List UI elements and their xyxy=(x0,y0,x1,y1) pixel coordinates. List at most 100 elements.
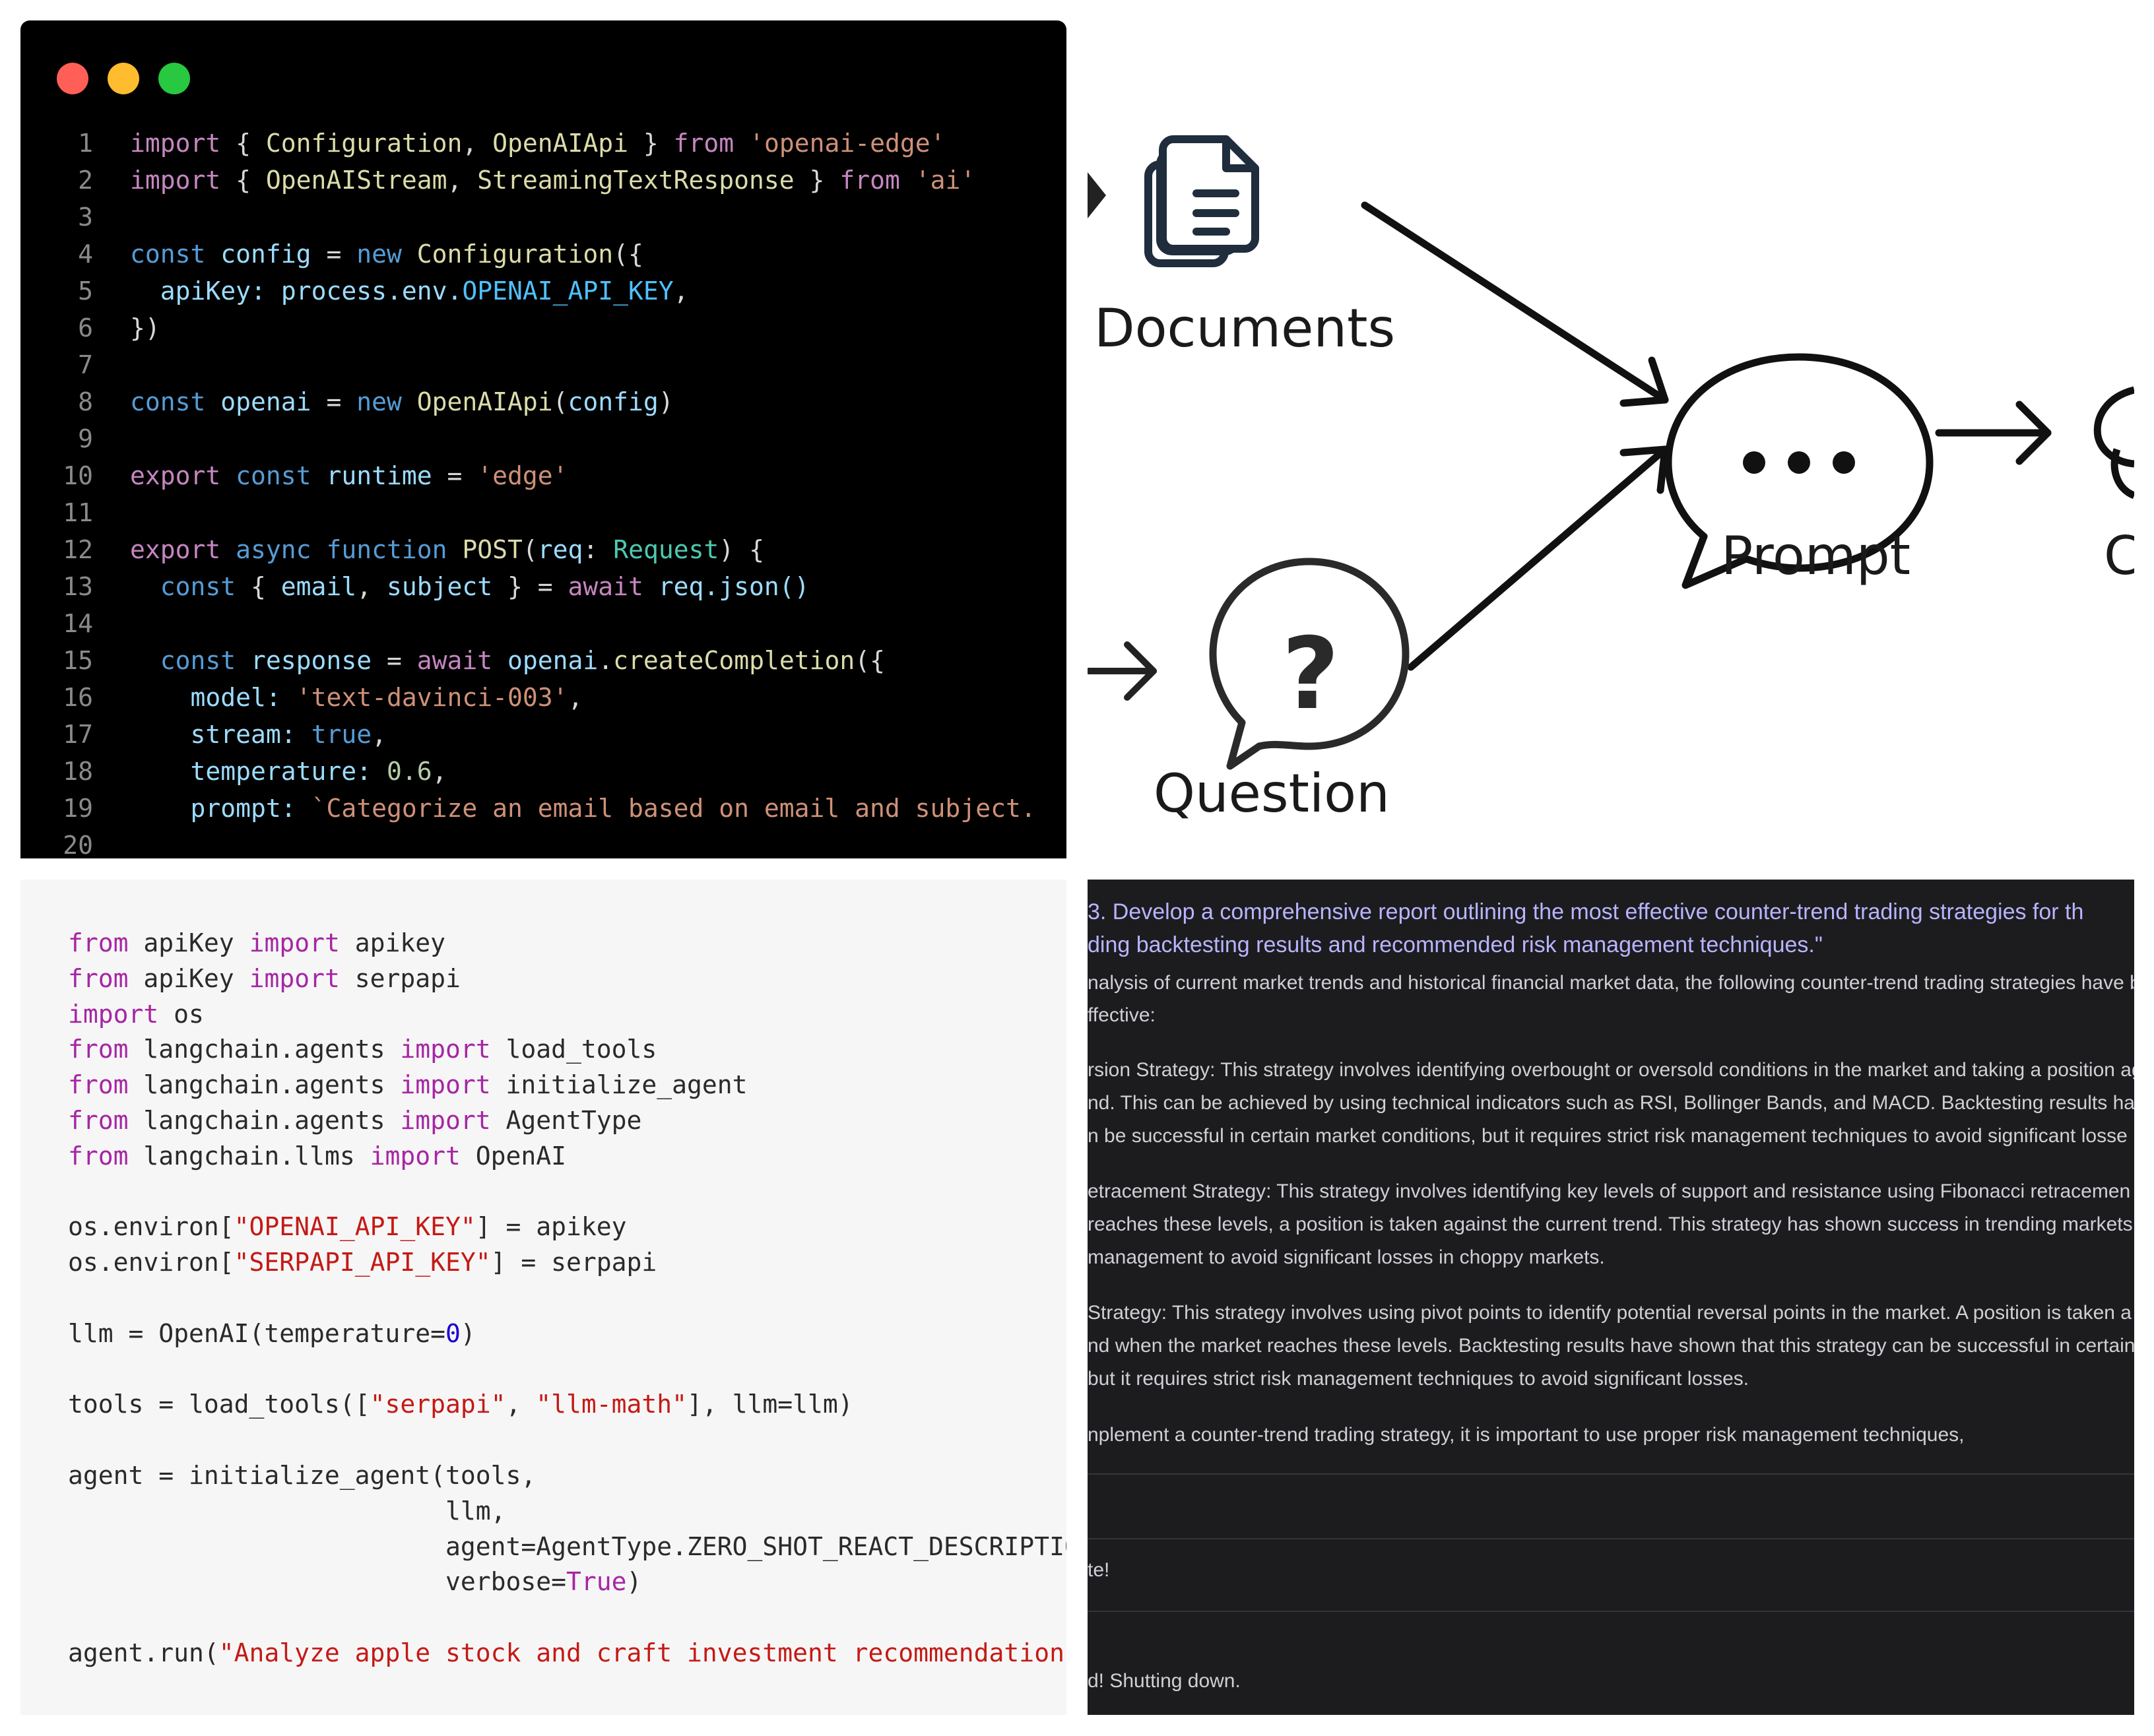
line-number: 7 xyxy=(78,350,93,379)
arrow-question-to-prompt-icon xyxy=(1407,445,1669,671)
output-line: but it requires strict risk management t… xyxy=(1088,1368,1749,1390)
output-line: reaches these levels, a position is take… xyxy=(1088,1213,2133,1235)
line-number: 10 xyxy=(63,461,93,490)
line-number: 16 xyxy=(63,683,93,712)
output-line: etracement Strategy: This strategy invol… xyxy=(1088,1180,2131,1202)
next-step-icon xyxy=(2093,386,2134,499)
code-line: os.environ["OPENAI_API_KEY"] = apikey xyxy=(68,1212,627,1242)
close-window-button[interactable] xyxy=(57,63,88,94)
code-line: from langchain.agents import AgentType xyxy=(68,1105,642,1135)
question-label: Question xyxy=(1154,763,1390,824)
minimize-window-button[interactable] xyxy=(108,63,139,94)
code-line: 6}) xyxy=(20,309,1036,346)
output-divider xyxy=(1088,1611,2134,1612)
status-line: d! Shutting down. xyxy=(1088,1670,1241,1692)
arrow-prompt-to-next-icon xyxy=(1935,401,2052,465)
question-mark-glyph: ? xyxy=(1282,617,1339,732)
code-line: 20 xyxy=(20,827,1036,858)
code-line: verbose=True) xyxy=(68,1567,642,1597)
line-number: 18 xyxy=(63,757,93,786)
status-line: te! xyxy=(1088,1559,1110,1581)
output-line: ffective: xyxy=(1088,1004,1156,1026)
output-line: n be successful in certain market condit… xyxy=(1088,1125,2128,1147)
incoming-arrow-bottom-icon xyxy=(1088,641,1157,701)
output-divider xyxy=(1088,1473,2134,1475)
code-line xyxy=(68,1281,1066,1316)
line-number: 20 xyxy=(63,831,93,858)
question-bubble-icon: ? xyxy=(1209,558,1410,770)
code-line xyxy=(68,1352,1066,1388)
code-line: 14 xyxy=(20,605,1036,642)
code-line xyxy=(68,1174,1066,1210)
prompt-label: Prompt xyxy=(1721,525,1910,587)
chat-bubble-icon xyxy=(1664,353,1934,589)
maximize-window-button[interactable] xyxy=(158,63,190,94)
code-line: 3 xyxy=(20,199,1036,236)
line-number: 13 xyxy=(63,572,93,601)
output-line: nalysis of current market trends and his… xyxy=(1088,972,2134,994)
next-step-label: C xyxy=(2104,525,2134,587)
line-number: 5 xyxy=(78,276,93,305)
python-code-block: from apiKey import apikey from apiKey im… xyxy=(20,880,1066,1715)
line-number: 17 xyxy=(63,720,93,749)
code-line: import os xyxy=(68,999,204,1029)
output-line: rsion Strategy: This strategy involves i… xyxy=(1088,1059,2134,1081)
code-line: agent = initialize_agent(tools, xyxy=(68,1460,537,1490)
code-line: 11 xyxy=(20,494,1036,531)
diagram-canvas: ? xyxy=(1088,135,2134,770)
code-line: from apiKey import serpapi xyxy=(68,963,461,993)
output-line: nd. This can be achieved by using techni… xyxy=(1088,1092,2134,1114)
agent-output-terminal[interactable]: 3. Develop a comprehensive report outlin… xyxy=(1088,880,2134,1715)
line-number: 11 xyxy=(63,498,93,527)
report-heading-line: 3. Develop a comprehensive report outlin… xyxy=(1088,899,2084,924)
rag-diagram: ? Documents Prompt Question C xyxy=(1088,20,2134,858)
code-line: 9 xyxy=(20,420,1036,457)
code-line xyxy=(68,1600,1066,1636)
line-number: 2 xyxy=(78,166,93,195)
code-line: os.environ["SERPAPI_API_KEY"] = serpapi xyxy=(68,1248,657,1277)
code-line: from langchain.agents import initialize_… xyxy=(68,1070,748,1100)
code-line: 19 prompt: `Categorize an email based on… xyxy=(20,790,1035,827)
output-line: nd when the market reaches these levels.… xyxy=(1088,1335,2134,1357)
code-line xyxy=(68,1423,1066,1458)
window-controls xyxy=(57,63,190,94)
code-line: from langchain.agents import load_tools xyxy=(68,1035,657,1064)
documents-label: Documents xyxy=(1094,298,1396,359)
code-line: 13 const { email, subject } = await req.… xyxy=(20,568,1036,605)
code-line: 17 stream: true, xyxy=(20,716,1036,753)
code-line: agent=AgentType.ZERO_SHOT_REACT_DESCRIPT… xyxy=(68,1531,1066,1561)
incoming-arrow-top-icon xyxy=(1088,172,1106,218)
output-line: nplement a counter-trend trading strateg… xyxy=(1088,1424,1965,1446)
python-code-lines[interactable]: from apiKey import apikey from apiKey im… xyxy=(68,926,1066,1671)
line-number: 12 xyxy=(63,535,93,564)
code-line: 5 apiKey: process.env.OPENAI_API_KEY, xyxy=(20,273,1036,309)
code-line: from langchain.llms import OpenAI xyxy=(68,1141,567,1171)
code-line: 15 const response = await openai.createC… xyxy=(20,642,1036,679)
output-divider xyxy=(1088,1538,2134,1539)
documents-icon xyxy=(1144,135,1259,267)
line-number: 14 xyxy=(63,609,93,638)
line-number: 8 xyxy=(78,387,93,416)
line-number: 15 xyxy=(63,646,93,675)
code-line: 18 temperature: 0.6, xyxy=(20,753,1036,790)
line-number: 4 xyxy=(78,240,93,269)
line-number: 19 xyxy=(63,794,93,823)
code-line: 7 xyxy=(20,346,1036,383)
code-line: llm = OpenAI(temperature=0) xyxy=(68,1318,476,1348)
code-line: 16 model: 'text-davinci-003', xyxy=(20,679,1036,716)
line-number: 6 xyxy=(78,313,93,342)
report-heading-line: ding backtesting results and recommended… xyxy=(1088,932,1823,957)
line-number: 3 xyxy=(78,203,93,232)
line-number: 9 xyxy=(78,424,93,453)
output-line: Strategy: This strategy involves using p… xyxy=(1088,1302,2132,1324)
code-line: agent.run("Analyze apple stock and craft… xyxy=(68,1638,1066,1667)
line-number: 1 xyxy=(78,129,93,158)
